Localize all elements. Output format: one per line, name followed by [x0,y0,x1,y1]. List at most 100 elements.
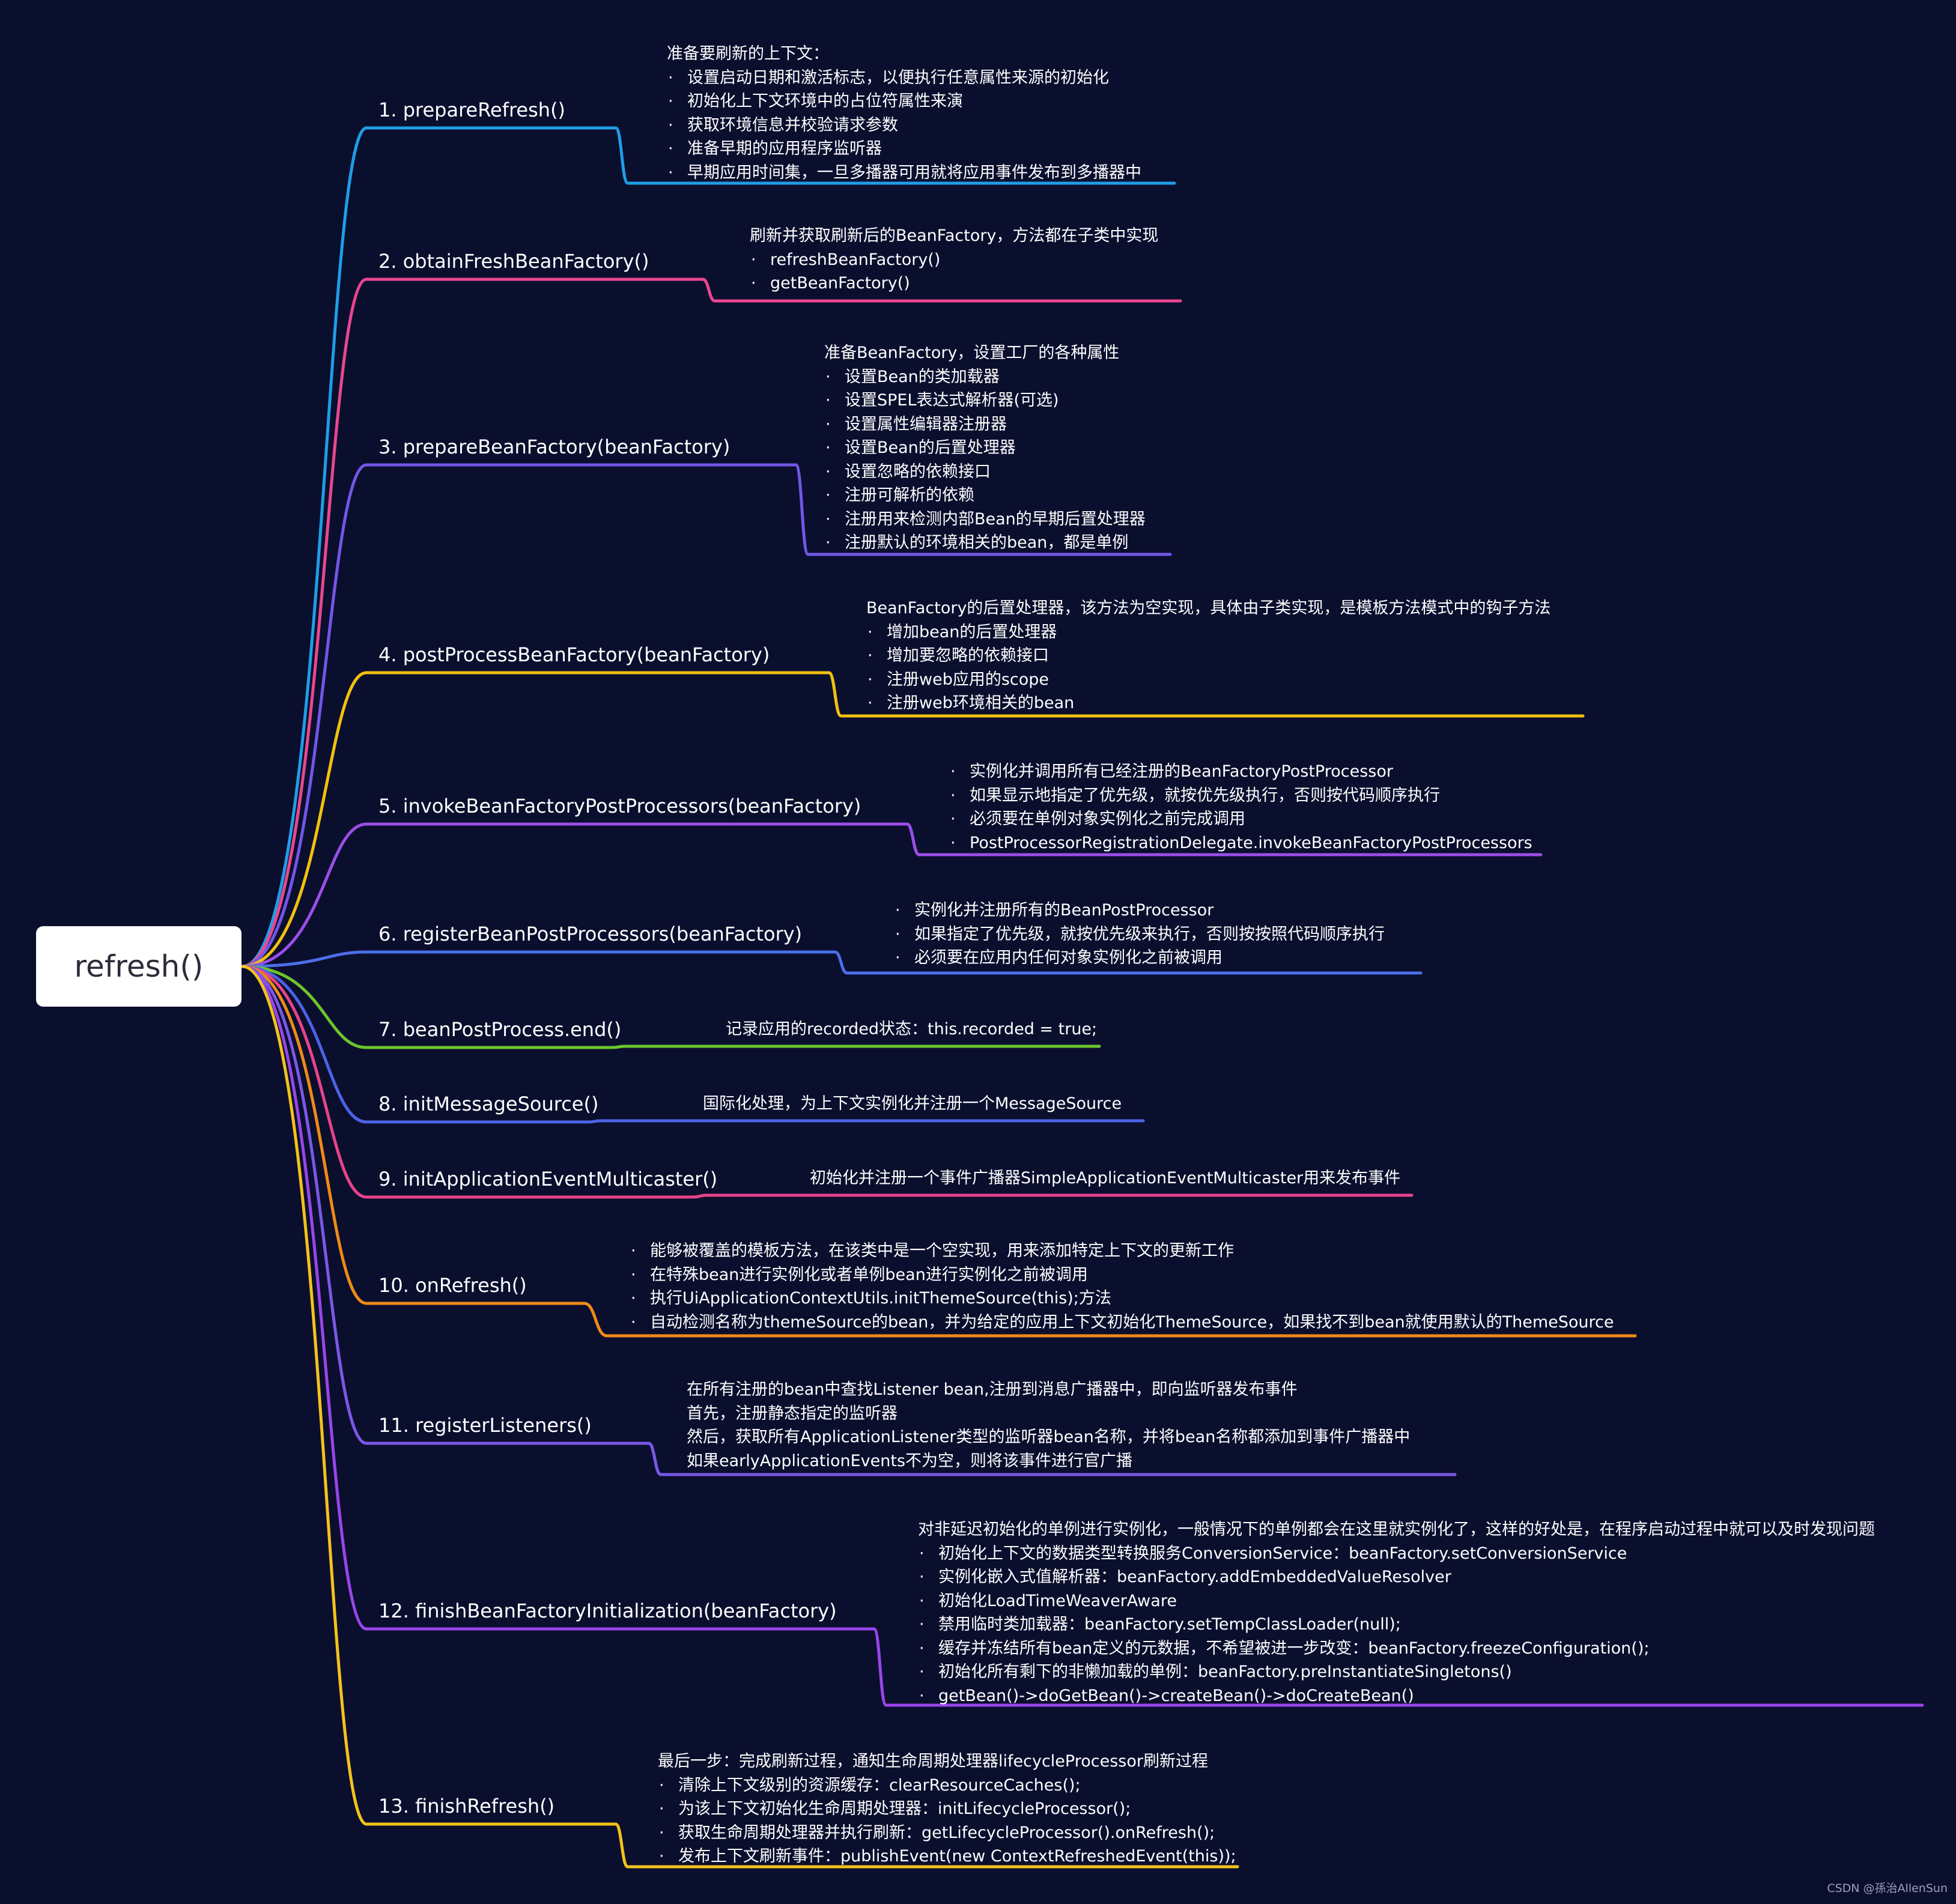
step-detail-9: 初始化并注册一个事件广播器SimpleApplicationEventMulti… [810,1166,1400,1190]
detail-text-line: 初始化并注册一个事件广播器SimpleApplicationEventMulti… [810,1169,1401,1187]
detail-bullet-item: 设置忽略的依赖接口 [824,460,1146,484]
detail-edge-8 [587,1119,1145,1124]
step-detail-11: 在所有注册的bean中查找Listener bean,注册到消息广播器中，即向监… [687,1378,1410,1473]
detail-edge-6 [833,950,1423,975]
detail-edge-2 [701,277,1182,303]
detail-edge-4 [827,671,1585,718]
detail-text-line: 国际化处理，为上下文实例化并注册一个MessageSource [703,1094,1122,1113]
detail-bullet-item: 实例化嵌入式值解析器：beanFactory.addEmbeddedValueR… [918,1565,1875,1589]
detail-bullet-item: 为该上下文初始化生命周期处理器：initLifecycleProcessor()… [658,1797,1236,1821]
detail-text-line: 如果earlyApplicationEvents不为空，则将该事件进行官广播 [687,1451,1133,1470]
detail-bullet-item: 初始化LoadTimeWeaverAware [918,1589,1875,1613]
detail-text-line: 记录应用的recorded状态：this.recorded = true; [726,1020,1098,1038]
detail-bullet-item: 如果指定了优先级，就按优先级来执行，否则按按照代码顺序执行 [894,923,1385,947]
step-node-9[interactable]: 9. initApplicationEventMulticaster() [378,1168,718,1190]
step-detail-7: 记录应用的recorded状态：this.recorded = true; [726,1017,1097,1041]
detail-text-line: 最后一步：完成刷新过程，通知生命周期处理器lifecycleProcessor刷… [658,1752,1208,1771]
step-node-7[interactable]: 7. beanPostProcess.end() [378,1018,622,1041]
step-detail-13: 最后一步：完成刷新过程，通知生命周期处理器lifecycleProcessor刷… [658,1750,1236,1869]
branch-edge-12 [240,965,876,1631]
step-detail-3: 准备BeanFactory，设置工厂的各种属性设置Bean的类加载器设置SPEL… [824,341,1146,555]
step-node-4[interactable]: 4. postProcessBeanFactory(beanFactory) [378,643,770,666]
detail-edge-9 [692,1193,1414,1199]
detail-bullet-item: 准备早期的应用程序监听器 [667,137,1141,161]
detail-bullet-item: 初始化上下文的数据类型转换服务ConversionService：beanFac… [918,1542,1875,1566]
detail-bullet-item: 实例化并调用所有已经注册的BeanFactoryPostProcessor [949,760,1532,784]
step-node-11[interactable]: 11. registerListeners() [378,1414,592,1437]
detail-bullet-item: 设置Bean的类加载器 [824,365,1146,389]
detail-bullet-item: 增加bean的后置处理器 [866,620,1551,644]
root-node-label: refresh() [74,949,204,984]
step-node-1[interactable]: 1. prepareRefresh() [378,99,566,121]
detail-bullet-item: 实例化并注册所有的BeanPostProcessor [894,899,1385,923]
detail-bullet-item: refreshBeanFactory() [750,248,1158,272]
detail-bullet-item: PostProcessorRegistrationDelegate.invoke… [949,831,1532,855]
detail-bullet-item: 必须要在单例对象实例化之前完成调用 [949,807,1532,831]
step-node-13[interactable]: 13. finishRefresh() [378,1795,555,1818]
watermark: CSDN @孫治AllenSun [1827,1882,1948,1895]
branch-edge-11 [240,965,651,1445]
step-node-5[interactable]: 5. invokeBeanFactoryPostProcessors(beanF… [378,795,861,817]
detail-text-line: 对非延迟初始化的单例进行实例化，一般情况下的单例都会在这里就实例化了，这样的好处… [918,1520,1875,1539]
detail-text-line: 在所有注册的bean中查找Listener bean,注册到消息广播器中，即向监… [687,1380,1298,1399]
detail-bullet-item: 在特殊bean进行实例化或者单例bean进行实例化之前被调用 [630,1263,1614,1287]
detail-edge-13 [614,1822,1239,1869]
detail-edge-12 [872,1627,1924,1707]
step-node-12[interactable]: 12. finishBeanFactoryInitialization(bean… [378,1599,837,1622]
detail-text-line: BeanFactory的后置处理器，该方法为空实现，具体由子类实现，是模板方法模… [866,599,1551,617]
detail-bullet-item: 设置SPEL表达式解析器(可选) [824,389,1146,413]
step-detail-4: BeanFactory的后置处理器，该方法为空实现，具体由子类实现，是模板方法模… [866,596,1551,715]
branch-edge-9 [240,965,696,1199]
detail-bullet-item: 发布上下文刷新事件：publishEvent(new ContextRefres… [658,1845,1236,1869]
step-node-10[interactable]: 10. onRefresh() [378,1274,527,1297]
detail-bullet-item: 禁用临时类加载器：beanFactory.setTempClassLoader(… [918,1613,1875,1637]
detail-bullet-item: 设置启动日期和激活标志，以便执行任意属性来源的初始化 [667,66,1141,90]
branch-edge-6 [240,950,837,968]
detail-bullet-item: getBeanFactory() [750,271,1158,296]
detail-bullet-item: 设置Bean的后置处理器 [824,436,1146,460]
step-detail-2: 刷新并获取刷新后的BeanFactory，方法都在子类中实现refreshBea… [750,224,1158,296]
detail-bullet-item: 缓存并冻结所有bean定义的元数据，不希望被进一步改变：beanFactory.… [918,1637,1875,1661]
detail-edge-5 [905,822,1543,856]
branch-edge-13 [240,965,618,1826]
detail-bullet-item: 早期应用时间集，一旦多播器可用就将应用事件发布到多播器中 [667,161,1141,185]
detail-bullet-item: 增加要忽略的依赖接口 [866,644,1551,668]
detail-text-line: 准备BeanFactory，设置工厂的各种属性 [824,344,1120,362]
detail-text-line: 然后，获取所有ApplicationListener类型的监听器bean名称，并… [687,1428,1411,1446]
detail-bullet-item: 初始化上下文环境中的占位符属性来演 [667,89,1141,114]
step-node-6[interactable]: 6. registerBeanPostProcessors(beanFactor… [378,923,803,945]
step-detail-5: 实例化并调用所有已经注册的BeanFactoryPostProcessor如果显… [949,760,1532,855]
step-detail-6: 实例化并注册所有的BeanPostProcessor如果指定了优先级，就按优先级… [894,899,1385,970]
detail-edge-10 [583,1302,1637,1338]
detail-bullet-item: 注册web环境相关的bean [866,691,1551,715]
step-detail-10: 能够被覆盖的模板方法，在该类中是一个空实现，用来添加特定上下文的更新工作在特殊b… [630,1239,1614,1334]
branch-edge-4 [240,671,831,968]
detail-edge-7 [611,1044,1101,1049]
detail-bullet-item: 自动检测名称为themeSource的bean，并为给定的应用上下文初始化The… [630,1311,1614,1335]
root-node[interactable]: refresh() [36,926,241,1007]
branch-edge-1 [240,126,618,968]
detail-bullet-item: 执行UiApplicationContextUtils.initThemeSou… [630,1287,1614,1311]
step-node-2[interactable]: 2. obtainFreshBeanFactory() [378,250,649,273]
step-detail-12: 对非延迟初始化的单例进行实例化，一般情况下的单例都会在这里就实例化了，这样的好处… [918,1518,1875,1708]
detail-bullet-item: 注册可解析的依赖 [824,484,1146,508]
branch-edge-3 [240,463,798,968]
detail-bullet-item: 注册web应用的scope [866,668,1551,692]
detail-bullet-item: 获取环境信息并校验请求参数 [667,114,1141,138]
detail-bullet-item: 清除上下文级别的资源缓存：clearResourceCaches(); [658,1774,1236,1798]
step-detail-1: 准备要刷新的上下文： 设置启动日期和激活标志，以便执行任意属性来源的初始化初始化上… [667,42,1141,184]
detail-bullet-item: 注册用来检测内部Bean的早期后置处理器 [824,508,1146,532]
branch-edge-10 [240,965,586,1305]
detail-bullet-item: 必须要在应用内任何对象实例化之前被调用 [894,946,1385,970]
step-node-8[interactable]: 8. initMessageSource() [378,1093,599,1115]
detail-bullet-item: 如果显示地指定了优先级，就按优先级执行，否则按代码顺序执行 [949,784,1532,808]
branch-edge-2 [240,277,705,968]
detail-bullet-item: 初始化所有剩下的非懒加载的单例：beanFactory.preInstantia… [918,1660,1875,1684]
branch-edge-8 [240,965,591,1124]
detail-text-line: 准备要刷新的上下文： [667,44,829,63]
detail-bullet-item: 能够被覆盖的模板方法，在该类中是一个空实现，用来添加特定上下文的更新工作 [630,1239,1614,1263]
detail-bullet-item: 获取生命周期处理器并执行刷新：getLifecycleProcessor().o… [658,1821,1236,1845]
step-node-3[interactable]: 3. prepareBeanFactory(beanFactory) [378,435,730,458]
